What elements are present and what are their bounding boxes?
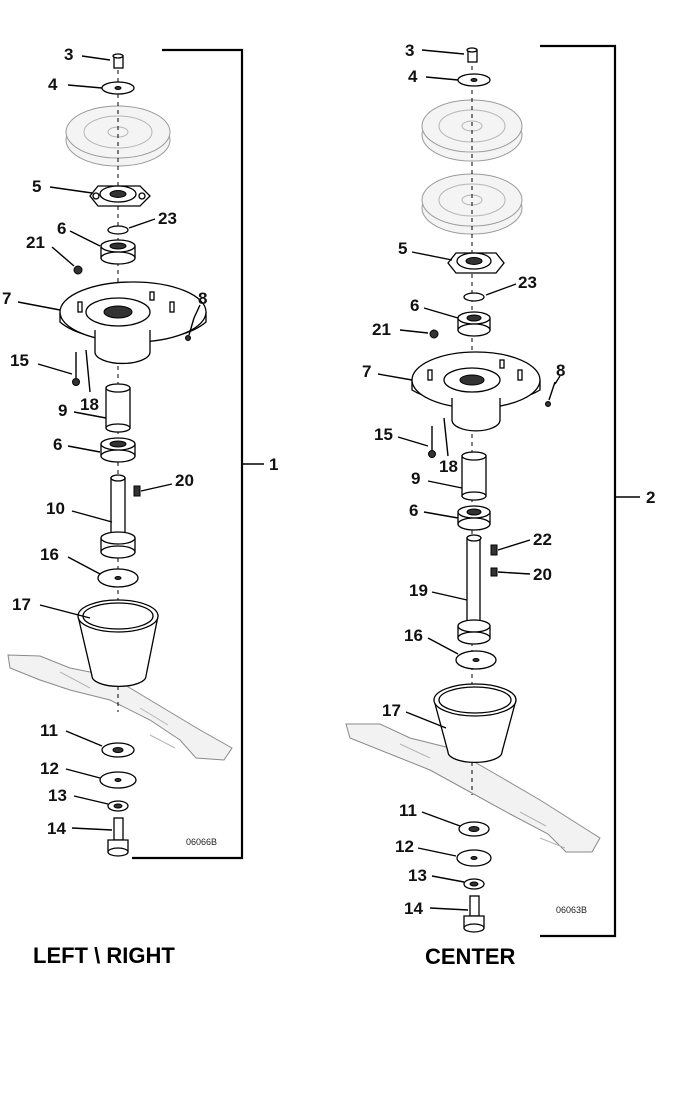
center-part-8-screw	[545, 381, 556, 407]
center-part-16-washer	[455, 650, 497, 670]
center-assembly: 3 4 5 23 6 21 7 8 15 18 9 6 22 20 19 16 …	[345, 41, 655, 969]
center-callout: 13	[408, 866, 427, 885]
center-part-11-washer	[458, 821, 490, 837]
center-part-9-spacer	[461, 451, 487, 501]
left-assembly-bracket	[132, 48, 244, 860]
left-callout: 17	[12, 595, 31, 614]
left-part-21-fitting	[73, 265, 83, 275]
left-callout: 16	[40, 545, 59, 564]
center-callout: 22	[533, 530, 552, 549]
center-part-23-snap-ring	[463, 292, 485, 302]
left-callout: 12	[40, 759, 59, 778]
center-callout: 17	[382, 701, 401, 720]
left-part-4-washer	[101, 81, 135, 95]
left-part-13-lockwasher	[107, 800, 129, 812]
left-part-17-cup	[77, 599, 159, 688]
center-drawing-code: 06063B	[556, 905, 587, 915]
center-part-4-washer	[457, 73, 491, 87]
center-callout: 19	[409, 581, 428, 600]
left-callout: 6	[53, 435, 62, 454]
center-callout: 8	[556, 361, 565, 380]
center-callout: 5	[398, 239, 407, 258]
left-callout: 23	[158, 209, 177, 228]
left-part-11-washer	[101, 742, 135, 758]
left-callout: 4	[48, 75, 58, 94]
center-caption: CENTER	[425, 944, 516, 969]
center-part-17-cup	[433, 683, 517, 764]
center-callout: 3	[405, 41, 414, 60]
left-callout: 5	[32, 177, 41, 196]
center-callout: 6	[410, 296, 419, 315]
left-pulley	[65, 105, 171, 167]
center-part-21-fitting	[429, 329, 439, 339]
center-callout: 4	[408, 67, 418, 86]
left-part-9-spacer	[105, 383, 131, 433]
left-part-14-bolt	[107, 817, 129, 857]
left-callout: 14	[47, 819, 66, 838]
left-right-assembly: 3 4 5 23 21 6 7 8 15 18 9 6 20 10 16 17 …	[2, 45, 278, 968]
center-part-12-washer	[456, 849, 492, 867]
center-callout: 16	[404, 626, 423, 645]
left-part-6-bearing-upper	[100, 239, 136, 265]
left-callout: 15	[10, 351, 29, 370]
center-callout: 11	[399, 801, 417, 820]
left-part-23-snap-ring	[107, 225, 129, 235]
left-leader-lines	[17, 55, 201, 831]
center-assembly-bracket	[540, 44, 617, 938]
center-callout: 20	[533, 565, 552, 584]
left-callout: 18	[80, 395, 99, 414]
center-callout: 15	[374, 425, 393, 444]
left-part-20-key	[133, 485, 141, 497]
center-callout: 18	[439, 457, 458, 476]
center-part-3-bolt	[466, 47, 478, 63]
left-drawing-code: 06066B	[186, 837, 217, 847]
left-caption: LEFT \ RIGHT	[33, 943, 175, 968]
left-callout: 7	[2, 289, 11, 308]
left-callout: 11	[40, 721, 58, 740]
left-callout: 6	[57, 219, 66, 238]
left-callout: 10	[46, 499, 65, 518]
center-callout: 12	[395, 837, 414, 856]
center-callouts: 3 4 5 23 6 21 7 8 15 18 9 6 22 20 19 16 …	[362, 41, 565, 918]
center-part-6-bearing-upper	[457, 311, 491, 337]
center-part-13-lockwasher	[463, 878, 485, 890]
left-part-15-bolt	[72, 352, 80, 386]
left-part-6-bearing-lower	[100, 437, 136, 463]
center-callout: 7	[362, 362, 371, 381]
center-callout: 14	[404, 899, 423, 918]
left-callout: 8	[198, 289, 207, 308]
left-part-12-washer	[99, 771, 137, 789]
center-part-6-bearing-lower	[457, 505, 491, 531]
left-callout: 13	[48, 786, 67, 805]
left-callout: 21	[26, 233, 45, 252]
center-callout: 9	[411, 469, 420, 488]
center-callout: 23	[518, 273, 537, 292]
left-part-5-housing	[89, 185, 151, 207]
left-part-10-spindle-shaft	[100, 474, 136, 559]
center-part-19-spindle-shaft	[457, 534, 491, 645]
left-part-16-washer	[97, 568, 139, 588]
center-callout: 6	[409, 501, 418, 520]
left-part-7-spindle-housing	[59, 281, 207, 365]
center-leader-lines	[377, 49, 561, 911]
left-callout: 20	[175, 471, 194, 490]
center-assembly-number: 2	[646, 488, 655, 507]
left-assembly-number: 1	[269, 455, 278, 474]
center-part-14-bolt	[463, 895, 485, 933]
center-part-22-key	[490, 544, 498, 556]
center-part-15-bolt	[428, 426, 436, 458]
center-blade	[345, 723, 601, 853]
center-part-5-housing	[447, 252, 505, 274]
center-part-7-spindle-housing	[411, 351, 541, 432]
left-callout: 9	[58, 401, 67, 420]
left-blade	[7, 654, 233, 761]
left-callouts: 3 4 5 23 21 6 7 8 15 18 9 6 20 10 16 17 …	[2, 45, 207, 838]
left-part-3-bolt	[112, 53, 124, 69]
center-part-20-key	[490, 567, 498, 577]
center-callout: 21	[372, 320, 391, 339]
left-callout: 3	[64, 45, 73, 64]
left-part-8-screw	[185, 317, 195, 341]
